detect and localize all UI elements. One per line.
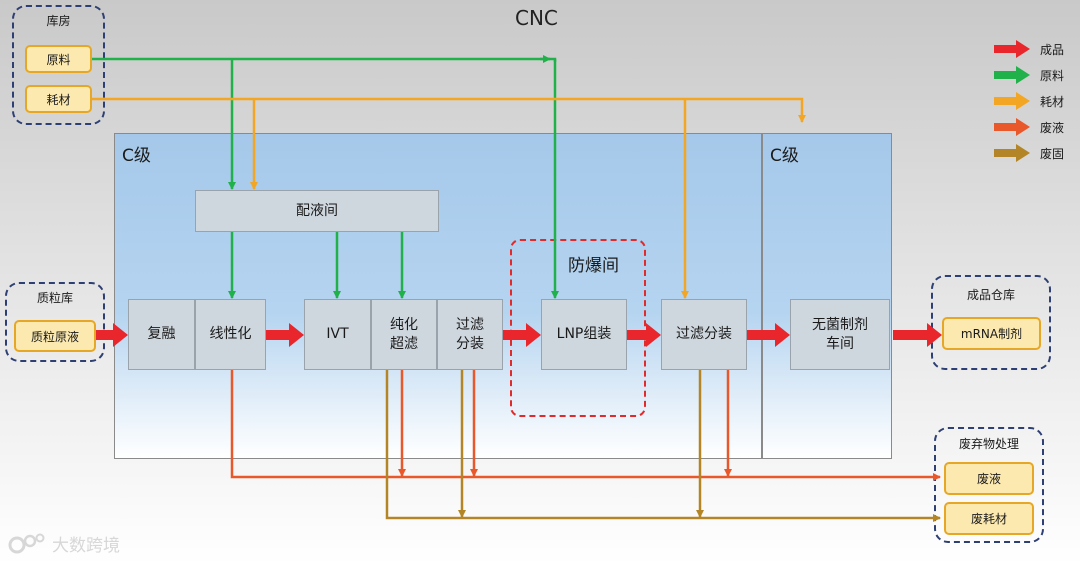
- diagram-title: CNC: [515, 6, 558, 30]
- process-purify-line1: 纯化: [390, 316, 418, 333]
- watermark: 大数跨境: [8, 530, 120, 556]
- plasmid-group: [5, 282, 105, 362]
- legend-item: 废固: [992, 140, 1064, 166]
- legend-arrow-icon: [994, 92, 1030, 110]
- c-grade-zone-right: [762, 133, 892, 459]
- waste-liquid-flow: [230, 370, 941, 481]
- legend-label: 废液: [1040, 120, 1065, 135]
- process-filter-line1: 过滤: [456, 316, 484, 333]
- process-sterile-line1: 无菌制剂: [812, 316, 868, 333]
- storage-title: 库房: [46, 14, 71, 28]
- waste-treatment-title: 废弃物处理: [958, 437, 1019, 451]
- legend-item: 成品: [992, 36, 1064, 62]
- process-sterile-line2: 车间: [826, 335, 854, 352]
- finished-warehouse-title: 成品仓库: [966, 288, 1015, 302]
- process-filter-pack: 过滤分装: [661, 299, 747, 370]
- process-recover: 复融: [128, 299, 195, 370]
- legend-arrow-icon: [994, 40, 1030, 58]
- legend-item: 原料: [992, 62, 1064, 88]
- waste-liquid-box: 废液: [944, 462, 1034, 495]
- legend-label: 成品: [1040, 42, 1065, 57]
- legend: 成品原料耗材废液废固: [992, 36, 1064, 166]
- consumable-box: 耗材: [25, 85, 92, 113]
- watermark-logo-icon: [8, 533, 45, 554]
- plasmid-title: 质粒库: [36, 291, 73, 305]
- legend-arrow-icon: [994, 118, 1030, 136]
- raw-material-flow: [92, 55, 559, 299]
- legend-arrow-icon: [994, 66, 1030, 84]
- c-grade-label-left: C级: [122, 146, 151, 166]
- explosion-proof-room-label: 防爆间: [568, 256, 619, 276]
- process-lnp-assembly: LNP组装: [541, 299, 627, 370]
- legend-arrow-icon: [994, 144, 1030, 162]
- process-purify-line2: 超滤: [390, 335, 418, 352]
- product-flow: [96, 323, 942, 347]
- process-linearize: 线性化: [195, 299, 266, 370]
- legend-label: 耗材: [1040, 94, 1065, 109]
- process-filter-line2: 分装: [456, 335, 484, 352]
- plasmid-stock-box: 质粒原液: [14, 320, 96, 352]
- explosion-proof-room: [510, 239, 646, 417]
- process-filter-fill: 过滤 分装: [437, 299, 503, 370]
- watermark-text: 大数跨境: [52, 535, 120, 556]
- c-grade-label-right: C级: [770, 146, 799, 166]
- waste-solid-flow: [385, 370, 941, 522]
- legend-item: 耗材: [992, 88, 1064, 114]
- consumable-flow: [92, 97, 806, 299]
- solution-prep-room: 配液间: [195, 190, 439, 232]
- c-grade-zone-left: [114, 133, 762, 459]
- legend-item: 废液: [992, 114, 1064, 140]
- mrna-product-box: mRNA制剂: [942, 317, 1041, 350]
- storage-group: [12, 5, 105, 125]
- waste-solid-box: 废耗材: [944, 502, 1034, 535]
- process-purify-ultrafilter: 纯化 超滤: [371, 299, 437, 370]
- waste-treatment-group: [934, 427, 1044, 543]
- legend-label: 原料: [1040, 68, 1065, 83]
- process-ivt: IVT: [304, 299, 371, 370]
- process-sterile-workshop: 无菌制剂 车间: [790, 299, 890, 370]
- legend-label: 废固: [1040, 146, 1065, 161]
- finished-warehouse-group: [931, 275, 1051, 370]
- raw-material-box: 原料: [25, 45, 92, 73]
